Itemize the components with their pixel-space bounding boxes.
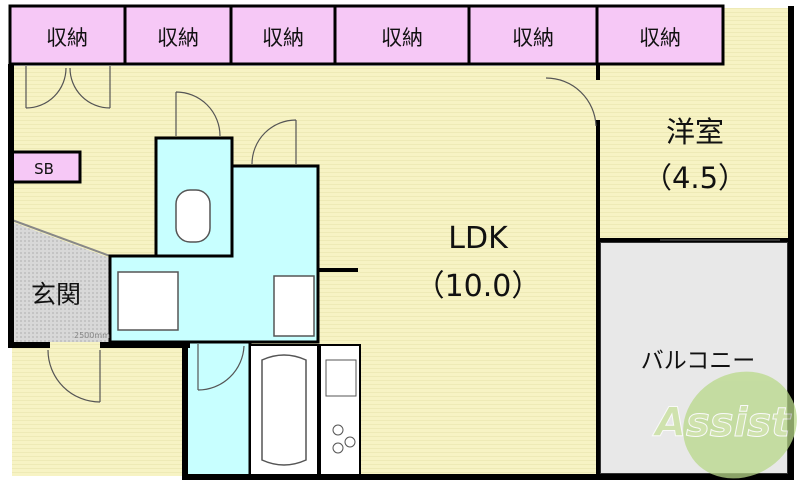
western-room-label: 洋室 — [666, 115, 724, 149]
shoe-box-label: SB — [34, 160, 54, 178]
storage-strip: 収納 収納 収納 収納 収納 収納 — [8, 4, 725, 66]
storage-label: 収納 — [157, 26, 199, 50]
bathtub-basin — [261, 354, 307, 466]
stove-burner — [332, 442, 344, 454]
genkan-edge — [11, 219, 111, 257]
kitchen-sink — [325, 359, 357, 397]
dimension-note: 2500mm — [74, 331, 110, 340]
genkan-label: 玄関 — [31, 280, 81, 309]
western-room-size: （4.5） — [643, 161, 747, 195]
storage-label: 収納 — [639, 26, 681, 50]
toilet-fixture — [175, 189, 211, 243]
wash-basin — [273, 275, 315, 337]
assist-logo: Assist — [652, 371, 797, 479]
balcony-label: バルコニー — [641, 348, 756, 374]
storage-label: 収納 — [46, 26, 88, 50]
storage-label: 収納 — [512, 26, 554, 50]
washing-machine — [117, 271, 179, 331]
logo-text: Assist — [652, 400, 792, 446]
storage-label: 収納 — [262, 26, 304, 50]
doors — [25, 66, 780, 403]
ldk-size: （10.0） — [415, 269, 542, 304]
storage-label: 収納 — [381, 26, 423, 50]
ldk-label: LDK — [448, 221, 509, 256]
stove-burner — [344, 436, 356, 448]
genkan-floor — [12, 222, 110, 342]
logo-ellipse — [683, 371, 797, 479]
stove-burner — [332, 424, 344, 436]
